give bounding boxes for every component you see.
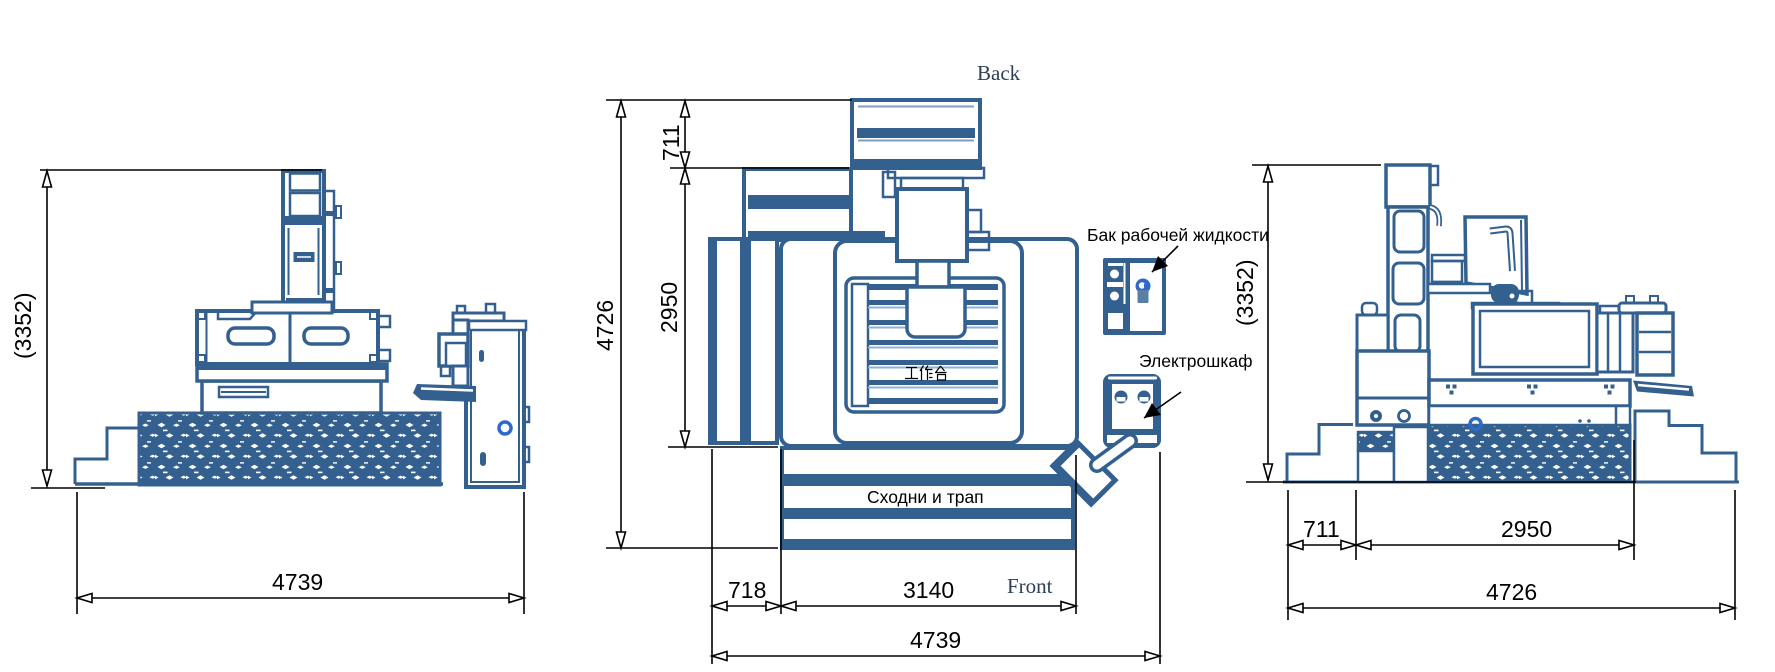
svg-text:711: 711 bbox=[1303, 516, 1340, 542]
svg-text:Бак рабочей жидкости: Бак рабочей жидкости bbox=[1087, 225, 1269, 245]
svg-text:718: 718 bbox=[728, 577, 766, 603]
svg-text:4726: 4726 bbox=[1486, 579, 1537, 605]
svg-text:4739: 4739 bbox=[910, 627, 961, 653]
svg-text:4739: 4739 bbox=[272, 569, 323, 595]
svg-text:2950: 2950 bbox=[656, 282, 682, 333]
svg-text:Front: Front bbox=[1007, 574, 1053, 598]
svg-text:2950: 2950 bbox=[1501, 516, 1552, 542]
svg-text:(3352): (3352) bbox=[1232, 260, 1258, 326]
svg-text:3140: 3140 bbox=[903, 577, 954, 603]
svg-text:(3352): (3352) bbox=[10, 293, 36, 359]
svg-text:Сходни и трап: Сходни и трап bbox=[867, 487, 984, 507]
svg-text:711: 711 bbox=[658, 124, 684, 161]
svg-text:Электрошкаф: Электрошкаф bbox=[1139, 351, 1253, 371]
svg-text:Back: Back bbox=[977, 61, 1021, 85]
svg-text:4726: 4726 bbox=[592, 300, 618, 351]
